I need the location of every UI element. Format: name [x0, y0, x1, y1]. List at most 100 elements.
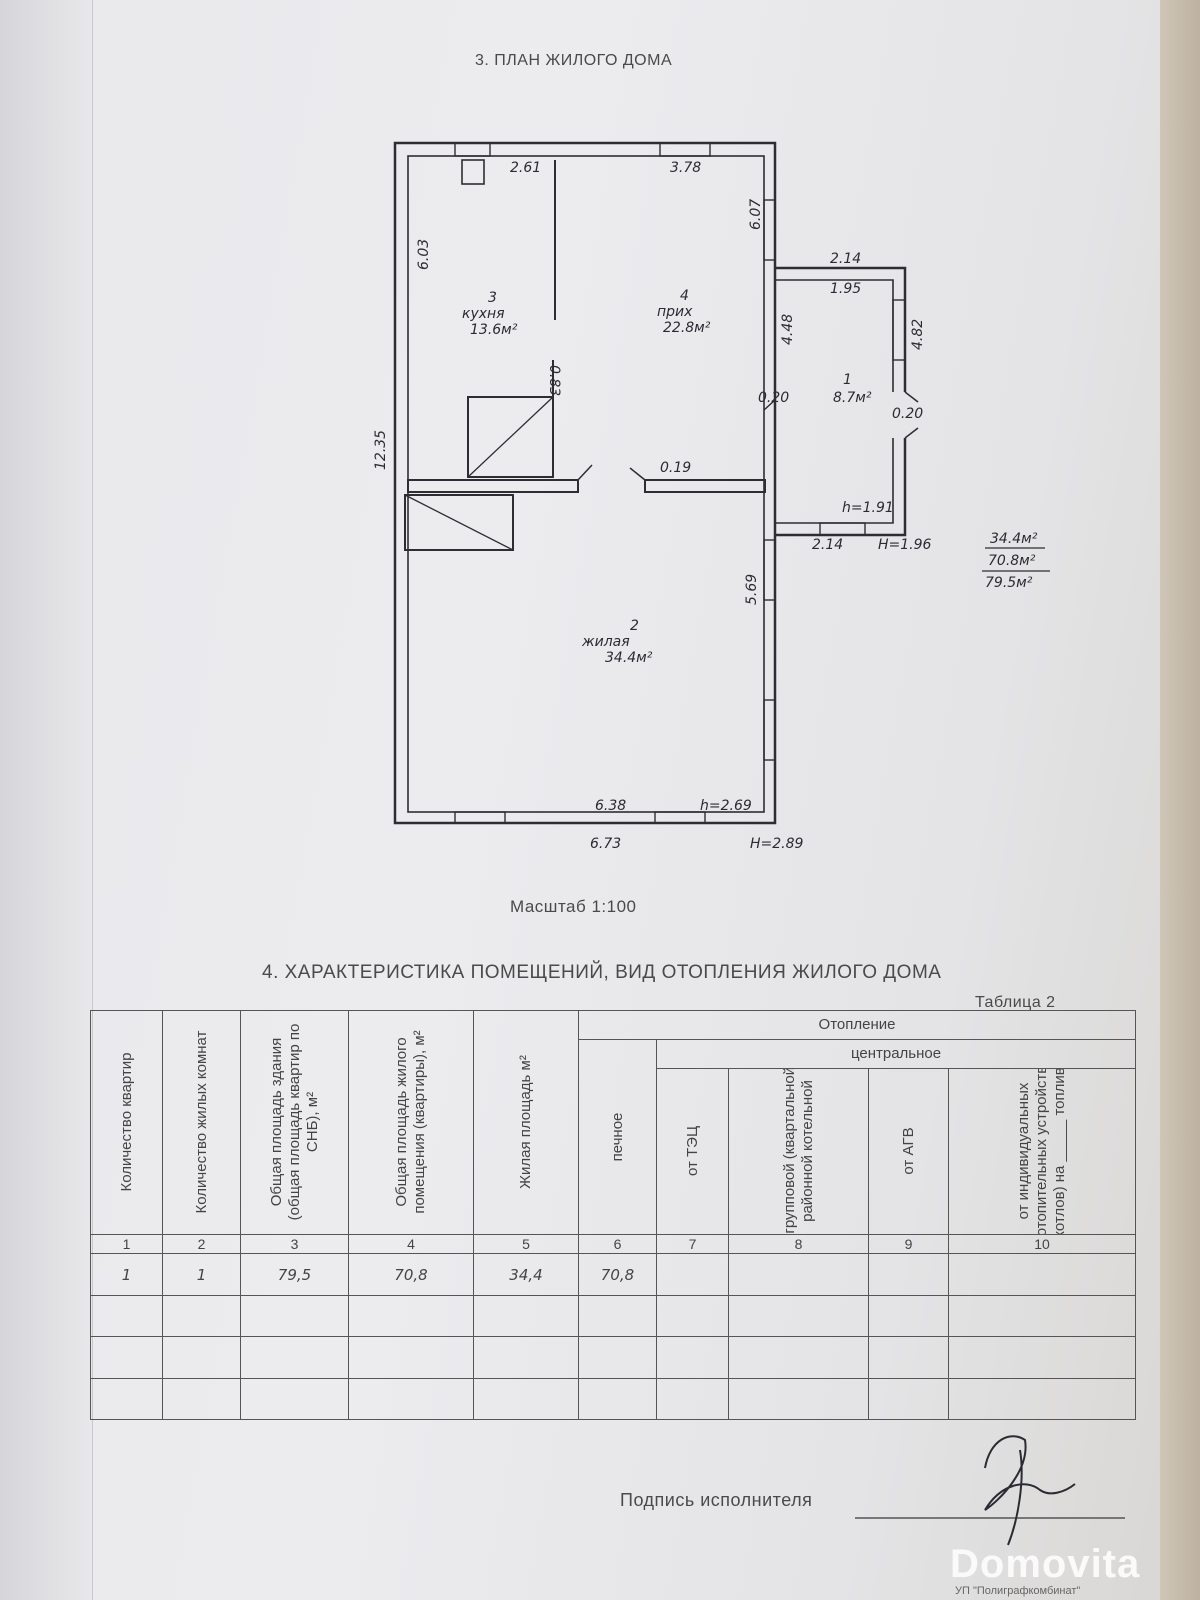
total-living: 34.4м²: [990, 531, 1038, 547]
section-title: 4. ХАРАКТЕРИСТИКА ПОМЕЩЕНИЙ, ВИД ОТОПЛЕН…: [262, 962, 942, 983]
dim-right-lower: 5.69: [744, 574, 760, 605]
room-4-num: 4: [680, 288, 689, 304]
dim-height-outer: H=2.89: [750, 836, 804, 852]
window: [654, 811, 706, 824]
publisher-stamp: УП "Полиграфкомбинат": [955, 1585, 1081, 1597]
dim-porch-height-inner: h=1.91: [842, 500, 894, 516]
room-3-num: 3: [488, 290, 497, 306]
dim-right-upper: 6.07: [748, 199, 764, 230]
total-apartment: 70.8м²: [988, 553, 1036, 569]
handwritten-signature: [984, 1435, 1076, 1546]
room-3-name: кухня: [462, 306, 505, 322]
table-cell: [162, 1294, 241, 1338]
oven-block: [404, 494, 514, 551]
table-cell: [240, 1336, 349, 1379]
header-living-area: Жилая площадь м²: [473, 1010, 579, 1235]
porch-wall-lower-inner: [775, 438, 894, 524]
total-building: 79.5м²: [985, 575, 1033, 591]
table-cell: [578, 1336, 657, 1379]
room-1-num: 1: [843, 372, 852, 388]
table-cell: [240, 1294, 349, 1338]
window: [819, 522, 866, 536]
door-swing: [629, 467, 646, 481]
table-cell: [947, 1253, 1137, 1296]
header-central: центральное: [655, 1038, 1137, 1069]
dim-top-left: 2.61: [510, 160, 541, 176]
rooms-heating-table: Количество квартир Количество жилых комн…: [90, 1010, 1137, 1421]
table-caption: Таблица 2: [975, 994, 1056, 1011]
table-cell: [947, 1336, 1137, 1379]
room-1-area: 8.7м²: [833, 390, 872, 406]
window: [763, 539, 776, 601]
dim-top-right: 3.78: [670, 160, 701, 176]
table-cell: [348, 1377, 474, 1421]
sheet-edge: [0, 0, 93, 1600]
table-cell: [90, 1377, 163, 1421]
door-swing: [577, 464, 593, 481]
table-cell: 79,5: [240, 1253, 349, 1296]
dim-bottom-inner: 6.38: [595, 798, 626, 814]
stove-diagonal: [467, 396, 554, 478]
col-number: 1: [90, 1233, 163, 1255]
window: [763, 199, 776, 261]
table-cell: [656, 1336, 729, 1379]
room-4-name: прих: [657, 304, 693, 320]
dim-left-upper: 6.03: [416, 239, 432, 270]
table-cell: 1: [90, 1253, 163, 1296]
col-number: 8: [728, 1233, 869, 1255]
table-cell: 34,4: [473, 1253, 579, 1296]
table-cell: [728, 1294, 869, 1338]
horizontal-partition: [407, 479, 579, 493]
header-living-rooms: Количество жилых комнат: [162, 1010, 241, 1235]
door-swing: [763, 399, 776, 411]
room-3-area: 13.6м²: [470, 322, 518, 338]
table-cell: 70,8: [348, 1253, 474, 1296]
dim-porch-right: 4.82: [910, 319, 926, 350]
dim-porch-height-outer: H=1.96: [878, 537, 932, 553]
header-apartments: Количество квартир: [90, 1010, 163, 1235]
sink: [461, 159, 485, 185]
col-number: 7: [656, 1233, 729, 1255]
table-cell: [728, 1336, 869, 1379]
table-cell: [473, 1336, 579, 1379]
table-cell: [162, 1336, 241, 1379]
table-cell: [868, 1336, 949, 1379]
table-cell: [90, 1294, 163, 1338]
col-number: 2: [162, 1233, 241, 1255]
table-cell: [473, 1377, 579, 1421]
table-cell: 1: [162, 1253, 241, 1296]
dim-door-left: 0.20: [758, 390, 789, 406]
header-individual: от индивидуальных отопительных устройств…: [947, 1067, 1137, 1235]
porch-wall-lower: [775, 438, 907, 537]
table-cell: [656, 1377, 729, 1421]
window: [454, 142, 491, 157]
table-cell: [473, 1294, 579, 1338]
background-edge: [1160, 0, 1200, 1600]
signature-label: Подпись исполнителя: [620, 1490, 813, 1510]
table-cell: [240, 1377, 349, 1421]
dim-porch-top-outer: 2.14: [830, 251, 861, 267]
header-heating: Отопление: [577, 1010, 1137, 1040]
table-cell: [348, 1336, 474, 1379]
table-cell: [947, 1294, 1137, 1338]
dim-height-inner: h=2.69: [700, 798, 752, 814]
domovita-watermark: Domovita: [950, 1542, 1141, 1586]
table-cell: [868, 1253, 949, 1296]
table-cell: [578, 1377, 657, 1421]
table-row: 1 1 79,5 70,8 34,4 70,8: [90, 1253, 1137, 1296]
stove: [467, 396, 554, 478]
col-number: 6: [578, 1233, 657, 1255]
floor-plan: 3 кухня 13.6м² 4 прих 22.8м² 1 8.7м² 2 ж…: [373, 141, 1050, 852]
dim-bottom-outer: 6.73: [590, 836, 621, 852]
table-cell: [656, 1253, 729, 1296]
col-number: 9: [868, 1233, 949, 1255]
window: [763, 699, 776, 761]
table-cell: [162, 1377, 241, 1421]
inner-wall: [407, 155, 765, 813]
plan-title: 3. ПЛАН ЖИЛОГО ДОМА: [475, 52, 673, 69]
col-number: 3: [240, 1233, 349, 1255]
door-swing: [904, 391, 919, 403]
oven-diagonal: [404, 494, 514, 551]
col-number: 4: [348, 1233, 474, 1255]
table-cell: [578, 1294, 657, 1338]
